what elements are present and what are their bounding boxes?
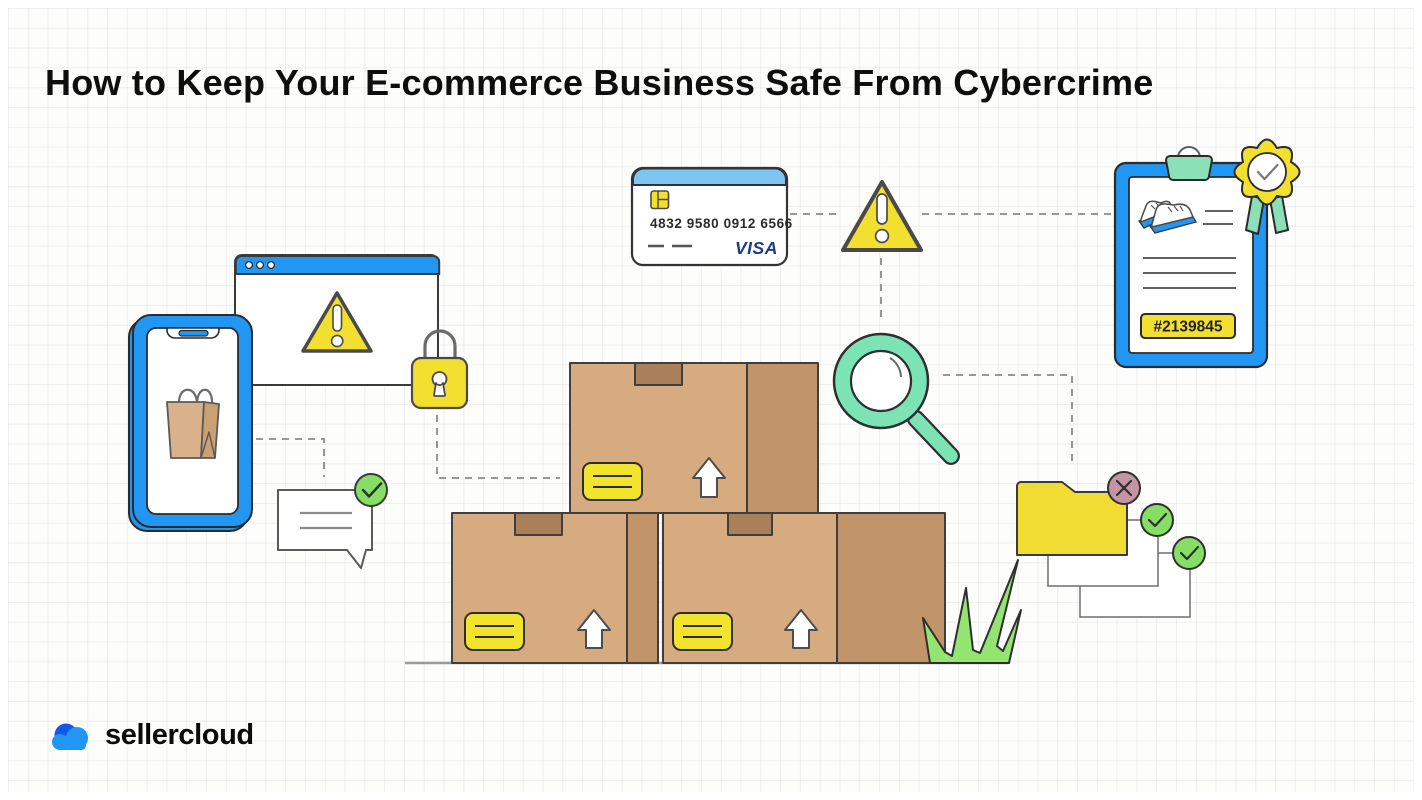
box-bottom-right <box>662 512 946 664</box>
box-label <box>582 462 643 501</box>
box-tape <box>727 512 773 536</box>
order-badge-text: #2139845 <box>1154 319 1223 336</box>
warning-triangle-icon <box>841 180 923 252</box>
browser-titlebar <box>234 255 441 275</box>
warning-triangle-icon <box>301 291 373 353</box>
box-arrow-up-icon <box>577 609 611 649</box>
folder-group <box>1016 471 1206 618</box>
dashed-connectors <box>256 213 1112 479</box>
card-stripe <box>632 167 787 186</box>
padlock-icon <box>410 329 469 410</box>
box-label <box>672 612 733 651</box>
sellercloud-logo: sellercloud <box>50 716 254 754</box>
check-circle-icon <box>354 473 388 507</box>
credit-card: 4832 9580 0912 6566 VISA <box>630 166 793 267</box>
box-tape <box>514 512 563 536</box>
box-tape <box>634 362 683 386</box>
box-bottom-left <box>451 512 659 664</box>
check-circle-icon <box>1172 536 1206 570</box>
cloud-logo-icon <box>52 723 88 750</box>
clipboard-clip <box>1164 155 1214 181</box>
box-arrow-up-icon <box>784 609 818 649</box>
shopping-bag-icon <box>166 388 220 459</box>
connector-padlock-boxes <box>436 415 560 479</box>
x-circle-icon <box>1107 471 1141 505</box>
visa-logo: VISA <box>735 238 778 258</box>
paper-short-lines <box>1203 210 1233 225</box>
paper-long-lines <box>1143 257 1236 289</box>
box-top <box>569 362 819 514</box>
card-number: 4832 9580 0912 6566 <box>650 216 793 231</box>
order-badge <box>1140 313 1236 339</box>
speech-bubble-icon <box>277 473 388 569</box>
clipboard: #2139845 <box>1113 138 1301 369</box>
box-arrow-up-icon <box>692 457 726 498</box>
browser-dots-icon <box>244 260 276 270</box>
check-circle-icon <box>1140 503 1174 537</box>
phone <box>128 314 253 532</box>
connector-magnifier-folder <box>943 374 1073 467</box>
sneakers-icon <box>1138 200 1197 234</box>
logo-text: sellercloud <box>105 718 254 751</box>
connector-phone-bubble <box>256 438 325 477</box>
grass-icon <box>922 559 1022 664</box>
browser-window <box>234 254 441 386</box>
box-label <box>464 612 525 651</box>
magnifier-icon <box>832 332 960 465</box>
box-stack <box>451 362 946 664</box>
page-title: How to Keep Your E-commerce Business Saf… <box>45 62 1154 104</box>
rosette-award-icon <box>1233 138 1301 235</box>
